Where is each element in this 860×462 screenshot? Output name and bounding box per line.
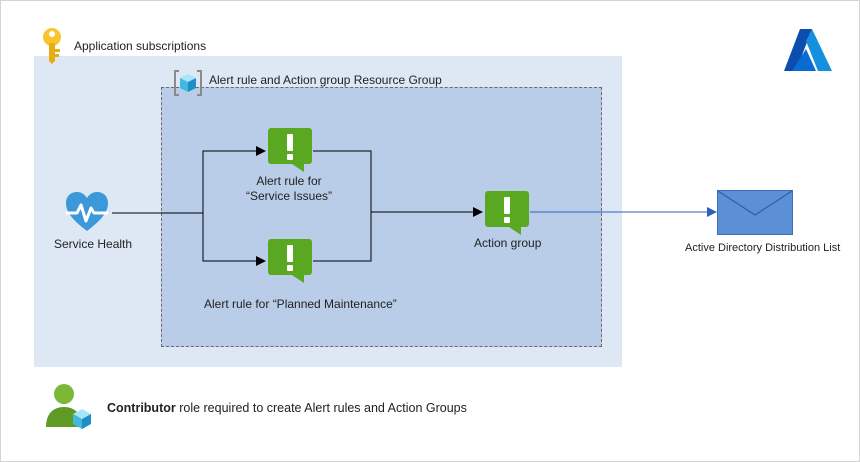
azure-logo-icon: [784, 29, 832, 71]
alert-rule-planned-maintenance-label: Alert rule for “Planned Maintenance”: [204, 297, 397, 311]
resource-group-label: Alert rule and Action group Resource Gro…: [209, 73, 442, 87]
contributor-note: Contributor role required to create Aler…: [107, 401, 467, 415]
action-group-icon: [485, 191, 529, 235]
contributor-note-bold: Contributor: [107, 401, 176, 415]
alert-service-issues-icon: [268, 128, 312, 172]
heart-pulse-icon: [65, 192, 109, 231]
service-health-label: Service Health: [54, 237, 133, 251]
connector-rules-to-action-group: [313, 150, 483, 262]
contributor-note-rest: role required to create Alert rules and …: [175, 401, 467, 415]
alert-rule-service-issues-line1: Alert rule for: [256, 174, 322, 188]
envelope-icon: [717, 190, 793, 235]
user-role-icon: [46, 384, 91, 429]
subscription-label: Application subscriptions: [74, 39, 207, 53]
resource-group-icon: [174, 70, 202, 96]
alert-rule-service-issues-line2: “Service Issues”: [245, 189, 333, 203]
alert-planned-maintenance-icon: [268, 239, 312, 283]
distribution-list-label: Active Directory Distribution List: [685, 242, 841, 254]
action-group-label: Action group: [474, 236, 542, 250]
alert-rule-service-issues-label: Alert rule for “Service Issues”: [239, 174, 339, 204]
connector-health-to-rules: [112, 146, 266, 266]
key-icon: [43, 28, 61, 64]
